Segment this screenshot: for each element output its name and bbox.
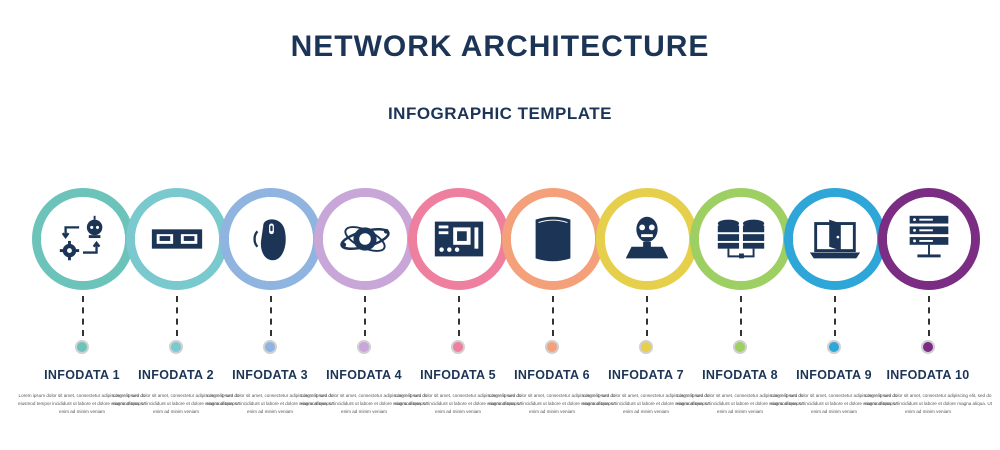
step-dot: [263, 340, 277, 354]
step-label: INFODATA 8: [702, 368, 778, 382]
laptop-door-icon: [809, 219, 861, 259]
step-connector: [834, 296, 836, 336]
step-ring: [126, 188, 228, 290]
step-description: Lorem ipsum dolor sit amet, consectetur …: [864, 393, 992, 414]
database-network-icon: [717, 219, 765, 259]
step-dot: [451, 340, 465, 354]
step-dot: [921, 340, 935, 354]
step-dot: [827, 340, 841, 354]
step-connector: [928, 296, 930, 336]
step-dot: [639, 340, 653, 354]
step-description: Lorem ipsum dolor sit amet, consectetur …: [18, 393, 146, 414]
step-description: Lorem ipsum dolor sit amet, consectetur …: [112, 393, 240, 414]
step-connector: [552, 296, 554, 336]
step-dot: [733, 340, 747, 354]
step-description: Lorem ipsum dolor sit amet, consectetur …: [488, 393, 616, 414]
robot-gear-cycle-icon: [59, 215, 103, 261]
step-label: INFODATA 7: [608, 368, 684, 382]
step-connector: [176, 296, 178, 336]
step-dot: [357, 340, 371, 354]
step-ring: [784, 188, 886, 290]
step-connector: [270, 296, 272, 336]
step-label: INFODATA 2: [138, 368, 214, 382]
step-ring: [408, 188, 510, 290]
step-connector: [646, 296, 648, 336]
step-description: Lorem ipsum dolor sit amet, consectetur …: [676, 393, 804, 414]
step-ring: [314, 188, 416, 290]
step-connector: [458, 296, 460, 336]
step-ring: [878, 188, 980, 290]
step-ring: [220, 188, 322, 290]
circuit-board-icon: [434, 221, 484, 257]
android-robot-icon: [625, 216, 669, 259]
step-label: INFODATA 5: [420, 368, 496, 382]
page-subtitle: INFOGRAPHIC TEMPLATE: [387, 104, 613, 123]
step-ring: [596, 188, 698, 290]
step-label: INFODATA 10: [886, 368, 970, 382]
step-label: INFODATA 9: [796, 368, 872, 382]
step-connector: [364, 296, 366, 336]
step-description: Lorem ipsum dolor sit amet, consectetur …: [206, 393, 334, 414]
step-description: Lorem ipsum dolor sit amet, consectetur …: [770, 393, 898, 414]
page-title: NETWORK ARCHITECTURE: [290, 30, 710, 63]
step-dot: [169, 340, 183, 354]
step-description: Lorem ipsum dolor sit amet, consectetur …: [394, 393, 522, 414]
step-connector: [82, 296, 84, 336]
step-label: INFODATA 3: [232, 368, 308, 382]
step-ring: [32, 188, 134, 290]
step-dot: [545, 340, 559, 354]
step-label: INFODATA 6: [514, 368, 590, 382]
step-label: INFODATA 4: [326, 368, 402, 382]
step-dot: [75, 340, 89, 354]
step-connector: [740, 296, 742, 336]
cylinder-icon: [535, 216, 571, 262]
computer-mouse-icon: [253, 219, 286, 261]
server-rack-icon: [909, 215, 949, 258]
planet-orbit-icon: [340, 226, 390, 252]
ethernet-ports-icon: [151, 229, 203, 249]
step-ring: [690, 188, 792, 290]
step-description: Lorem ipsum dolor sit amet, consectetur …: [582, 393, 710, 414]
step-label: INFODATA 1: [44, 368, 120, 382]
step-description: Lorem ipsum dolor sit amet, consectetur …: [300, 393, 428, 414]
step-ring: [502, 188, 604, 290]
